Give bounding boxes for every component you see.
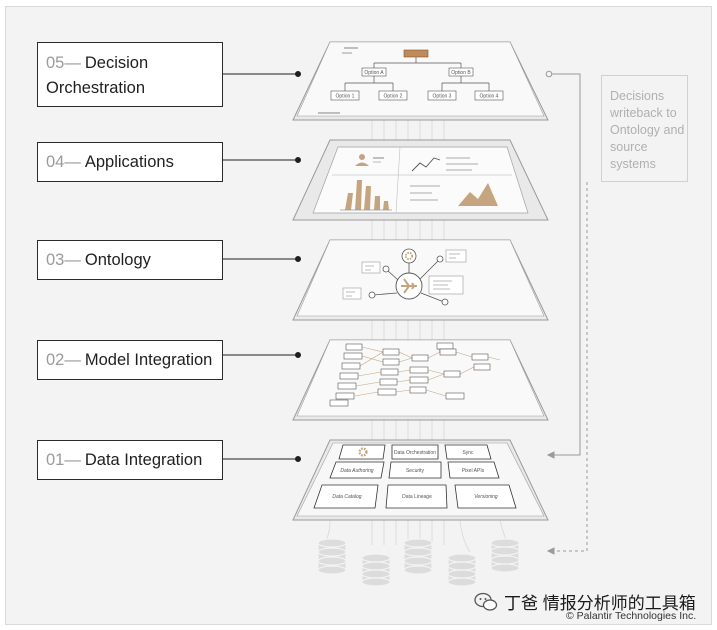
- label-connectors: [223, 71, 301, 462]
- layer-01-panel: Data Orchestration Sync Data Authoring S…: [292, 439, 549, 521]
- layer-number: 02—: [46, 350, 81, 369]
- data-tile-label: Pixel APIs: [462, 468, 485, 474]
- airplane-icon: [395, 272, 423, 300]
- writeback-note: Decisions writeback to Ontology and sour…: [601, 75, 688, 182]
- layer-label-applications: 04—Applications: [37, 142, 223, 182]
- layer-name: Applications: [84, 152, 174, 171]
- decision-leaf: [427, 90, 457, 101]
- database-icon: [317, 538, 347, 575]
- watermark: 丁爸 情报分析师的工具箱: [474, 589, 696, 614]
- layer-number: 04—: [46, 152, 81, 171]
- layer-label-decision-orchestration: 05—Decision Orchestration: [37, 42, 223, 107]
- decision-branch-b: [448, 67, 474, 77]
- layer-02-panel: [292, 339, 549, 421]
- data-tile: [447, 461, 500, 479]
- layer-number: 05—: [46, 54, 81, 72]
- writeback-arrows: [545, 70, 588, 555]
- decision-leaf-label: Option 4: [480, 94, 499, 100]
- data-tile: [388, 461, 442, 479]
- data-tile: [454, 484, 517, 509]
- data-tile-label: Data Orchestration: [394, 450, 436, 456]
- watermark-text: 丁爸 情报分析师的工具箱: [504, 594, 696, 613]
- layer-name: Decision Orchestration: [46, 54, 149, 97]
- decision-leaf: [378, 90, 408, 101]
- model-edges: [354, 345, 501, 397]
- database-icon: [403, 538, 433, 575]
- decision-leaf-label: Option 2: [384, 94, 403, 100]
- data-tile-label: Security: [406, 468, 425, 474]
- data-tile: [329, 461, 385, 479]
- data-tile: [444, 444, 492, 460]
- layer-label-ontology: 03—Ontology: [37, 240, 223, 280]
- layer-name: Data Integration: [84, 450, 203, 469]
- data-tile-label: Sync: [462, 450, 474, 456]
- layer-label-model-integration: 02—Model Integration: [37, 340, 223, 380]
- data-tile: [385, 484, 448, 509]
- decision-branch-b-label: Option B: [451, 70, 471, 76]
- copyright-text: © Palantir Technologies Inc.: [566, 610, 697, 622]
- decision-leaf-label: Option 1: [336, 94, 355, 100]
- gear-icon: [358, 447, 368, 457]
- layer-label-data-integration: 01—Data Integration: [37, 440, 223, 480]
- decision-branch-a-label: Option A: [364, 70, 384, 76]
- source-databases: [317, 538, 520, 587]
- area-chart-icon: [410, 183, 498, 206]
- data-tile-label: Data Authoring: [340, 468, 373, 474]
- decision-leaf: [330, 90, 360, 101]
- database-icon: [490, 538, 520, 573]
- line-chart-icon: [411, 157, 478, 172]
- decision-root-node: [403, 49, 429, 58]
- layer-04-panel: [292, 139, 549, 221]
- database-icon: [447, 553, 477, 587]
- data-tile: [313, 484, 379, 509]
- layer-number: 03—: [46, 250, 81, 269]
- decision-branch-a: [361, 67, 387, 77]
- gear-icon: [401, 248, 417, 264]
- person-icon: [355, 154, 384, 166]
- data-tile-gear: [338, 444, 386, 460]
- layer-05-panel: Option A Option B Option 1 Option 2 Opti…: [292, 41, 549, 121]
- layer-03-panel: [292, 239, 549, 321]
- data-tile-label: Data Catalog: [332, 494, 361, 500]
- model-nodes: [329, 342, 491, 407]
- database-icon: [361, 553, 391, 587]
- layer-number: 01—: [46, 450, 81, 469]
- decision-leaf-label: Option 3: [433, 94, 452, 100]
- layer-name: Model Integration: [84, 350, 213, 369]
- data-tile-label: Data Lineage: [402, 494, 432, 500]
- wechat-icon: [474, 592, 498, 611]
- layer-name: Ontology: [84, 250, 151, 269]
- bar-chart-icon: [340, 180, 392, 211]
- decision-leaf: [474, 90, 504, 101]
- data-tile: [391, 444, 439, 460]
- data-tile-label: Versioning: [474, 494, 498, 500]
